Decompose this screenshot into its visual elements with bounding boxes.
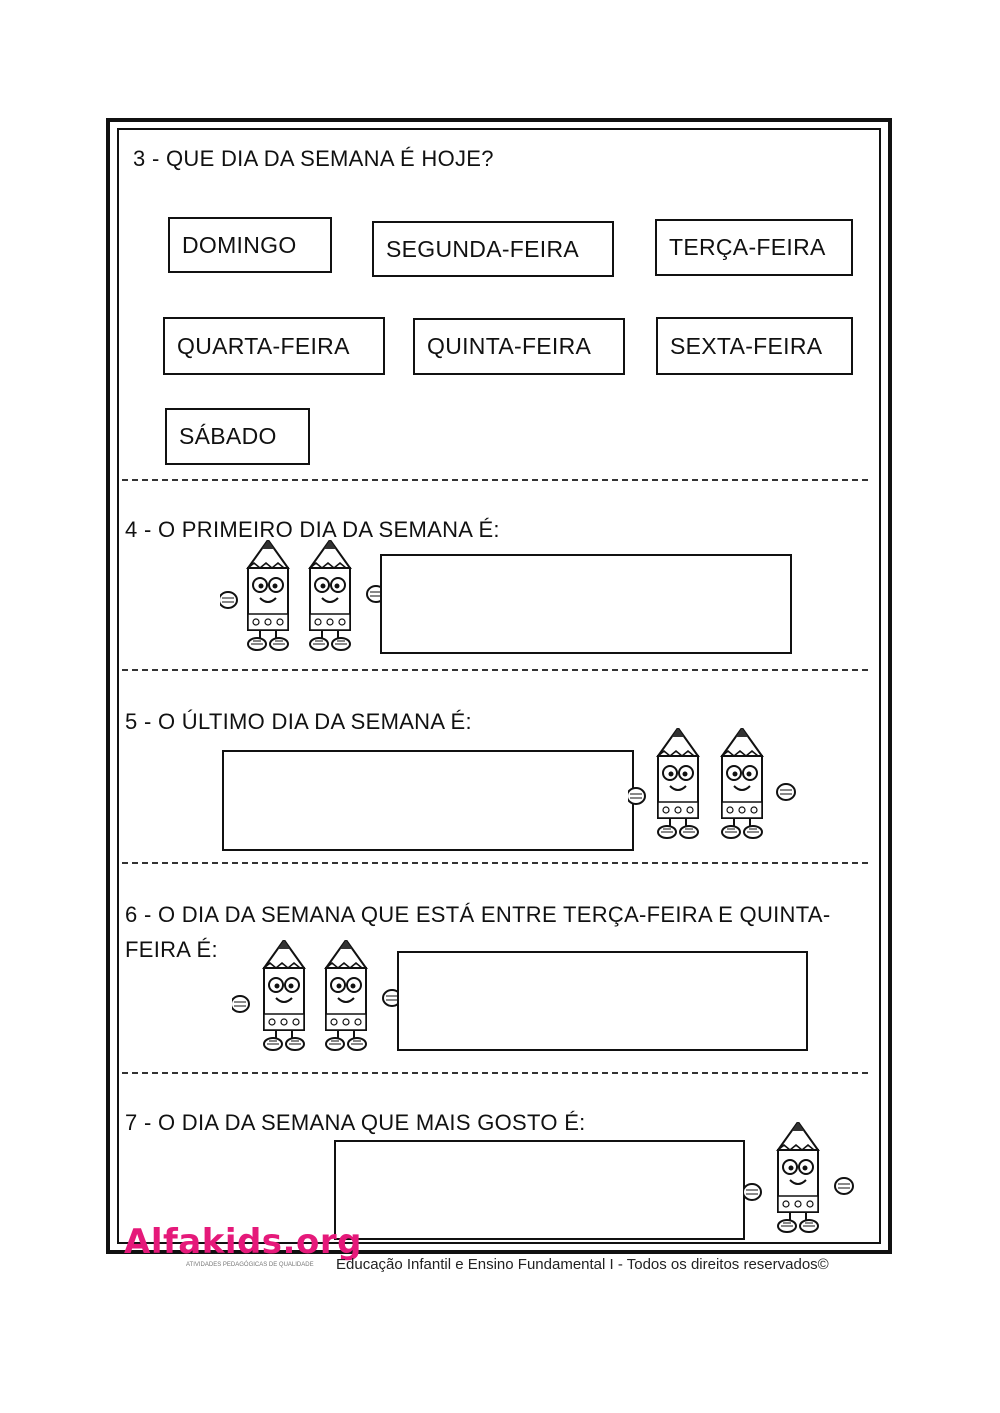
day-option-segunda-feira[interactable]: SEGUNDA-FEIRA [372,221,614,277]
pencil-characters-illustration [628,728,796,839]
question-5-title: 5 - O ÚLTIMO DIA DA SEMANA É: [125,709,472,734]
section-divider [122,862,868,864]
question-3-title: 3 - QUE DIA DA SEMANA É HOJE? [133,146,494,171]
page-border-outer [106,118,892,1254]
day-option-terca-feira[interactable]: TERÇA-FEIRA [655,219,853,276]
pencil-characters-illustration [232,940,402,1051]
logo-text: Alfakids.org [124,1222,362,1262]
footer-copyright: Educação Infantil e Ensino Fundamental I… [336,1256,829,1273]
day-option-sabado[interactable]: SÁBADO [165,408,310,465]
section-divider [122,1072,868,1074]
alfakids-logo: Alfakids.org [124,1222,362,1262]
pencil-character-illustration [744,1122,854,1233]
question-6-line-2: FEIRA É: [125,937,218,962]
page-border-inner [117,128,881,1244]
day-option-domingo[interactable]: DOMINGO [168,217,332,273]
answer-box-q7[interactable] [334,1140,745,1240]
question-4-title: 4 - O PRIMEIRO DIA DA SEMANA É: [125,517,500,542]
question-7-title: 7 - O DIA DA SEMANA QUE MAIS GOSTO É: [125,1110,586,1135]
day-option-sexta-feira[interactable]: SEXTA-FEIRA [656,317,853,375]
section-divider [122,669,868,671]
answer-box-q6[interactable] [397,951,808,1051]
pencil-characters-illustration [220,540,386,651]
logo-subtitle: ATIVIDADES PEDAGÓGICAS DE QUALIDADE [186,1262,314,1268]
answer-box-q4[interactable] [380,554,792,654]
answer-box-q5[interactable] [222,750,634,851]
question-6-line-1: 6 - O DIA DA SEMANA QUE ESTÁ ENTRE TERÇA… [125,902,831,927]
day-option-quinta-feira[interactable]: QUINTA-FEIRA [413,318,625,375]
day-option-quarta-feira[interactable]: QUARTA-FEIRA [163,317,385,375]
section-divider [122,479,868,481]
